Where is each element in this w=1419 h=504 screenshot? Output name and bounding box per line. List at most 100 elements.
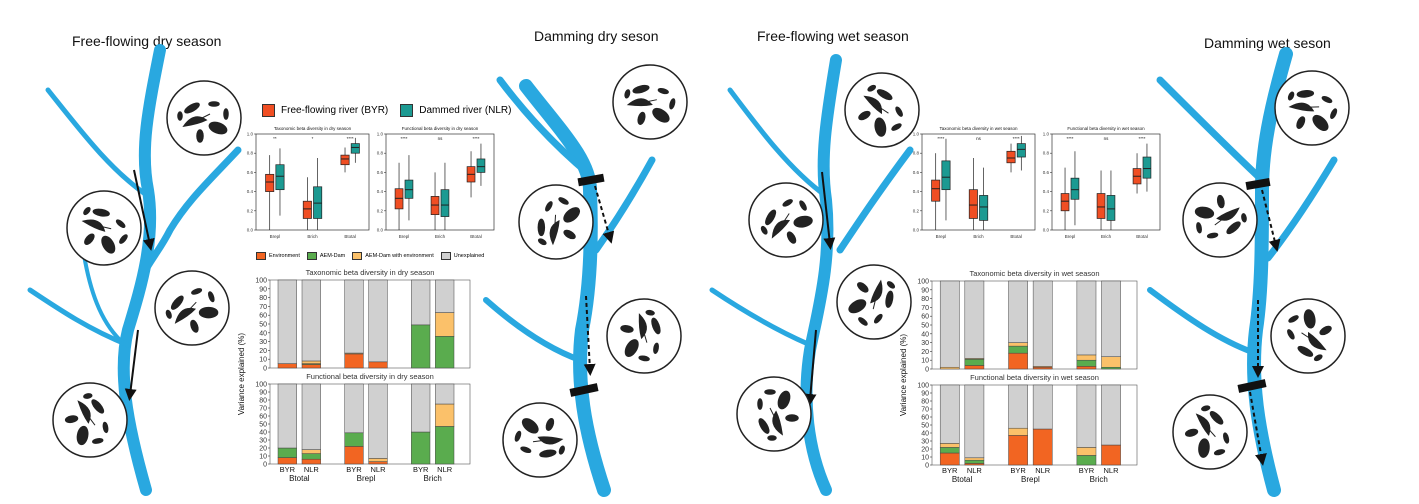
legend-label-aem-dam-env: AEM-Dam with environment — [365, 253, 434, 259]
significance-label: ns — [1104, 136, 1110, 141]
box-byr — [302, 200, 312, 219]
community-circle — [836, 264, 912, 340]
box-frame — [921, 133, 1036, 231]
community-circle — [1172, 394, 1248, 470]
community-circle — [166, 80, 242, 156]
segment-aem-dam-env — [1008, 427, 1028, 436]
y-tick-label: 100 — [917, 279, 929, 286]
bar-label: BYR — [413, 465, 429, 474]
group-label: Brepl — [357, 474, 376, 483]
y-tick-label: 90 — [921, 287, 929, 294]
legend-label-environment: Environment — [269, 253, 300, 259]
variance-chart-wet: Variance explained (%)Taxonomic beta div… — [899, 269, 1138, 484]
flow-arrow — [821, 171, 836, 250]
bar-label: BYR — [1010, 466, 1026, 475]
segment-unexplained — [435, 279, 455, 313]
variance-panel-title: Taxonomic beta diversity in wet season — [969, 269, 1099, 278]
segment-unexplained — [368, 383, 388, 459]
y-tick-label: 60 — [921, 314, 929, 321]
box-nlr — [1142, 156, 1152, 179]
segment-unexplained — [939, 280, 960, 368]
legend-swatch-aem-dam-env — [352, 252, 363, 260]
flow-arrow — [124, 329, 139, 401]
segment-aem-dam — [1008, 345, 1028, 354]
y-tick-label: 40 — [259, 430, 267, 437]
group-label: Btotal — [289, 474, 310, 483]
segment-environment — [1008, 435, 1028, 466]
flow-arrow — [583, 295, 596, 376]
bar-label: BYR — [1079, 466, 1095, 475]
y-tick-label: 60 — [259, 414, 267, 421]
significance-label: **** — [1138, 136, 1145, 141]
segment-unexplained — [1008, 384, 1028, 429]
y-tick-label: 70 — [921, 305, 929, 312]
significance-label: **** — [400, 136, 407, 141]
segment-unexplained — [301, 279, 321, 362]
y-tick-label: 100 — [255, 382, 267, 389]
segment-environment — [277, 457, 297, 465]
box-nlr — [476, 158, 486, 173]
segment-unexplained — [939, 384, 960, 444]
box-nlr — [350, 143, 360, 154]
segment-aem-dam — [435, 336, 455, 369]
boxplot-tax-dry: Taxonomic beta diversity in dry season0.… — [247, 126, 370, 239]
boxplot-tax-wet: Taxonomic beta diversity in wet season0.… — [913, 126, 1036, 239]
legend-label-byr: Free-flowing river (BYR) — [281, 105, 389, 116]
segment-aem-dam — [939, 447, 960, 454]
segment-unexplained — [1076, 384, 1097, 448]
dam-bar — [1245, 177, 1271, 191]
community-circle — [52, 382, 128, 458]
legend-swatch-aem-dam — [306, 252, 317, 260]
y-tick-label: 80 — [921, 399, 929, 406]
segment-aem-dam-env — [1076, 447, 1097, 456]
box-nlr — [440, 189, 450, 217]
community-circle — [66, 190, 142, 266]
bar-label: NLR — [1035, 466, 1051, 475]
segment-unexplained — [301, 383, 321, 450]
segment-environment — [1101, 444, 1121, 466]
flow-arrow — [594, 185, 615, 244]
segment-aem-dam-env — [435, 312, 455, 337]
y-tick-label: 70 — [921, 407, 929, 414]
significance-label: **** — [347, 136, 354, 141]
y-tick-label: 0.0 — [1043, 228, 1050, 233]
segment-aem-dam-env — [964, 457, 985, 461]
y-tick-label: 1.0 — [377, 132, 384, 137]
variance-legend-dry: Environment AEM-Dam AEM-Dam with environ… — [256, 252, 484, 260]
x-tick-label: Btotal — [1010, 234, 1022, 239]
y-tick-label: 50 — [921, 323, 929, 330]
y-tick-label: 20 — [921, 447, 929, 454]
y-tick-label: 90 — [259, 390, 267, 397]
community-circle — [606, 298, 682, 374]
significance-label: **** — [937, 136, 944, 141]
y-tick-label: 0.0 — [247, 228, 254, 233]
boxplot-fun-wet: Functional beta diversity in wet season0… — [1043, 126, 1161, 239]
segment-unexplained — [964, 280, 985, 359]
x-tick-label: Brepl — [270, 234, 281, 239]
y-tick-label: 0 — [263, 462, 267, 469]
group-label: Brich — [424, 474, 442, 483]
y-tick-label: 0.6 — [1043, 170, 1050, 175]
significance-label: **** — [1066, 136, 1073, 141]
community-circles — [52, 64, 1350, 478]
dam-bar — [1237, 379, 1267, 393]
box-title: Taxonomic beta diversity in wet season — [939, 126, 1018, 131]
community-circle — [748, 182, 824, 258]
y-tick-label: 70 — [259, 304, 267, 311]
y-tick-label: 30 — [921, 439, 929, 446]
segment-unexplained — [344, 383, 364, 434]
panel-title-dam-dry: Damming dry seson — [534, 28, 659, 44]
segment-aem-dam — [277, 447, 297, 458]
segment-aem-dam-env — [301, 360, 321, 364]
segment-environment — [1032, 366, 1053, 370]
dam-bar — [569, 383, 599, 397]
box-byr — [968, 189, 978, 219]
box-nlr — [275, 164, 285, 191]
y-tick-label: 0 — [263, 366, 267, 373]
segment-environment — [1076, 366, 1097, 370]
variance-chart-dry: Variance explained (%)Taxonomic beta div… — [237, 268, 471, 483]
legend-label-unexplained: Unexplained — [453, 253, 485, 259]
segment-environment — [964, 365, 985, 370]
community-circle — [736, 376, 812, 452]
legend-swatch-byr — [262, 104, 275, 117]
